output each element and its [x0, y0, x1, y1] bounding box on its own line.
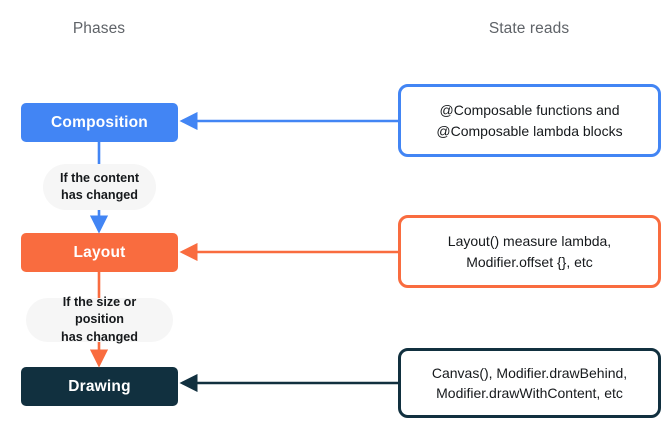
condition-pill-size-line1: If the size or position: [62, 294, 137, 327]
state-read-composition-line2: @Composable lambda blocks: [436, 122, 623, 139]
state-read-layout-line1: Layout() measure lambda,: [447, 233, 612, 250]
state-read-callout-layout[interactable]: Layout() measure lambda, Modifier.offset…: [398, 215, 661, 288]
state-read-drawing-line2: Modifier.drawWithContent, etc: [436, 385, 623, 401]
phase-box-composition[interactable]: Composition: [21, 103, 178, 142]
condition-pill-content-changed: If the content has changed: [43, 164, 156, 210]
condition-pill-size-changed: If the size or position has changed: [26, 294, 173, 344]
state-read-drawing-line1: Canvas(), Modifier.drawBehind,: [431, 364, 628, 381]
state-read-callout-drawing[interactable]: Canvas(), Modifier.drawBehind, Modifier.…: [398, 348, 661, 418]
phase-label-layout: Layout: [73, 243, 126, 261]
phase-label-drawing: Drawing: [68, 377, 131, 395]
phase-box-drawing[interactable]: Drawing: [21, 367, 178, 406]
column-heading-phases: Phases: [72, 20, 126, 37]
state-read-callout-composition[interactable]: @Composable functions and @Composable la…: [398, 84, 661, 157]
state-read-layout-line2: Modifier.offset {}, etc: [466, 253, 593, 270]
condition-pill-content-line2: has changed: [61, 188, 138, 202]
state-read-composition-line1: @Composable functions and: [439, 102, 620, 119]
condition-pill-size-line2: has changed: [61, 329, 138, 344]
phase-box-layout[interactable]: Layout: [21, 233, 178, 272]
column-heading-state-reads: State reads: [488, 20, 570, 37]
phase-label-composition: Composition: [51, 113, 148, 131]
condition-pill-content-line1: If the content: [59, 170, 140, 185]
